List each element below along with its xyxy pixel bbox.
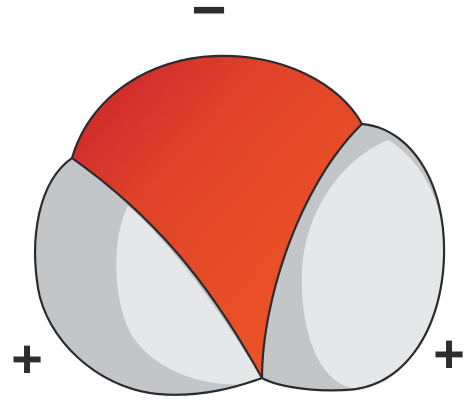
oxygen-charge-sign: − — [191, 0, 226, 43]
hydrogen-left-charge-sign: + — [11, 329, 43, 389]
hydrogen-right-charge-sign: + — [433, 324, 465, 384]
